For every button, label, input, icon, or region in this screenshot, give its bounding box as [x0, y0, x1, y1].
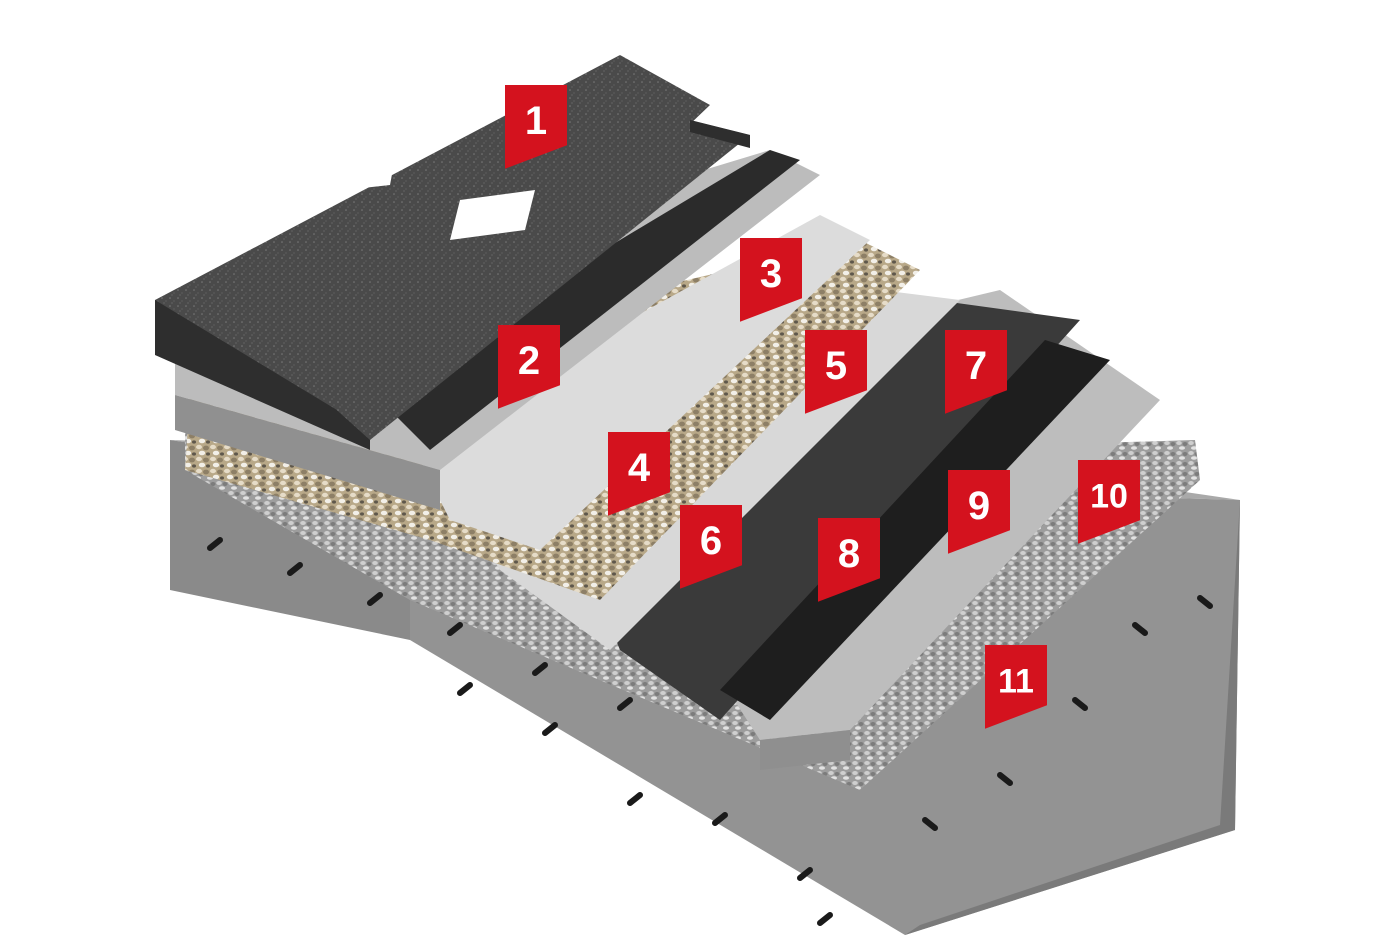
- marker-11: 11: [985, 645, 1047, 729]
- marker-shape: [805, 330, 867, 414]
- rebar-stubs: [207, 537, 1213, 926]
- marker-2: 2: [498, 325, 560, 409]
- marker-group: 1 2 3 4 5 6 7 8 9 10 11: [498, 85, 1140, 729]
- marker-shape: [818, 518, 880, 602]
- marker-10: 10: [1078, 460, 1140, 544]
- marker-9: 9: [948, 470, 1010, 554]
- marker-shape: [945, 330, 1007, 414]
- marker-label: 8: [838, 532, 860, 576]
- marker-label: 11: [998, 662, 1034, 700]
- marker-shape: [948, 470, 1010, 554]
- marker-shape: [608, 432, 670, 516]
- marker-8: 8: [818, 518, 880, 602]
- marker-7: 7: [945, 330, 1007, 414]
- marker-label: 6: [700, 519, 722, 563]
- marker-6: 6: [680, 505, 742, 589]
- marker-label: 3: [760, 252, 782, 296]
- marker-label: 9: [968, 484, 990, 528]
- marker-label: 1: [525, 99, 547, 143]
- marker-label: 4: [628, 446, 651, 490]
- marker-label: 5: [825, 344, 847, 388]
- marker-1: 1: [505, 85, 567, 169]
- marker-4: 4: [608, 432, 670, 516]
- marker-label: 10: [1090, 477, 1128, 515]
- top-boards: [155, 55, 750, 450]
- marker-shape: [740, 238, 802, 322]
- marker-shape: [505, 85, 567, 169]
- marker-shape: [985, 645, 1047, 729]
- marker-label: 7: [965, 344, 987, 388]
- marker-label: 2: [518, 339, 540, 383]
- marker-3: 3: [740, 238, 802, 322]
- marker-5: 5: [805, 330, 867, 414]
- marker-shape: [1078, 460, 1140, 544]
- marker-shape: [680, 505, 742, 589]
- marker-shape: [498, 325, 560, 409]
